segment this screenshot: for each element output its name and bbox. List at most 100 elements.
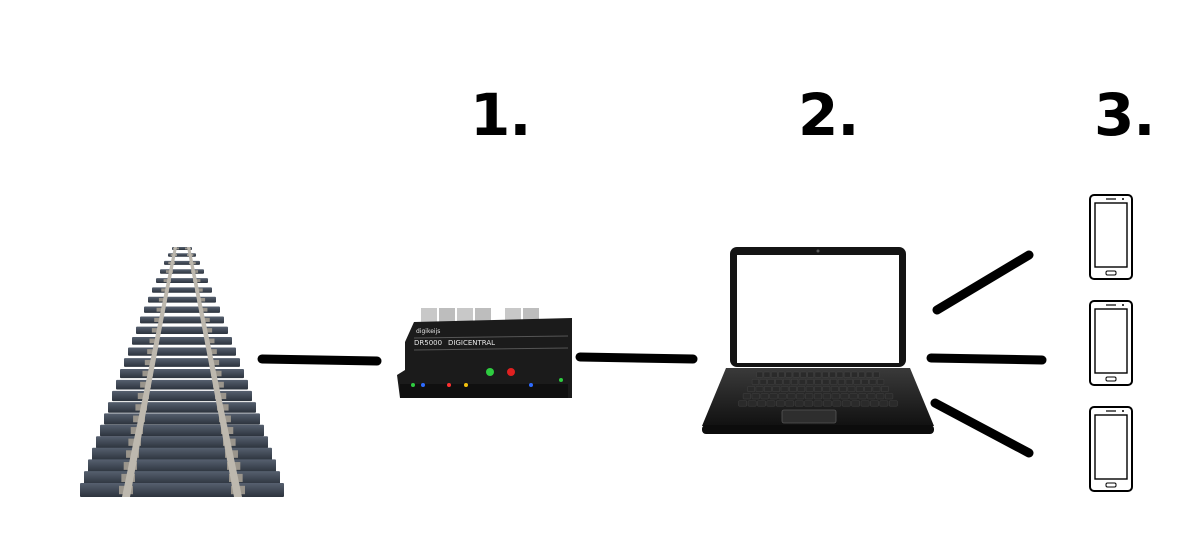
track-sleeper: [84, 471, 280, 485]
keyboard-key: [860, 400, 870, 407]
keyboard-key: [798, 379, 806, 385]
track-sleeper: [124, 358, 240, 367]
keyboard-key: [873, 371, 880, 378]
track-sleeper: [120, 368, 244, 379]
track-sleeper: [80, 483, 284, 497]
keyboard-key: [763, 371, 771, 378]
keyboard-key: [769, 393, 778, 400]
keyboard-key: [841, 400, 851, 407]
rail-clip: [144, 359, 155, 366]
keyboard-key: [787, 393, 796, 400]
keyboard-key: [785, 371, 793, 378]
keyboard-key: [742, 393, 751, 400]
keyboard-key: [853, 379, 861, 385]
keyboard-key: [797, 386, 806, 392]
keyboard-key: [830, 386, 839, 392]
keyboard-key: [885, 393, 894, 400]
railway-track-icon: [80, 247, 284, 497]
keyboard-key: [843, 371, 851, 378]
keyboard-key: [813, 400, 823, 407]
keyboard-key: [751, 379, 759, 385]
keyboard-key: [888, 400, 898, 407]
keyboard-key: [780, 386, 789, 392]
keyboard-key: [870, 400, 879, 407]
keyboard-key: [756, 371, 763, 378]
keyboard-key: [775, 379, 783, 385]
track-sleeper: [112, 390, 252, 402]
track-sleeper: [108, 402, 256, 413]
keyboard-key: [794, 400, 804, 407]
track-sleeper: [148, 296, 216, 303]
track-sleeper: [140, 316, 224, 324]
keyboard-key: [747, 386, 755, 392]
track-sleeper: [144, 306, 220, 313]
track-sleeper: [136, 326, 228, 334]
connector-track-to-station: [257, 354, 382, 366]
keyboard-key: [847, 386, 856, 392]
rail-clip: [205, 338, 215, 344]
connector-laptop-to-phone-3: [930, 398, 1034, 458]
keyboard-key: [840, 393, 849, 400]
keyboard-key: [839, 386, 847, 392]
rail-clip: [207, 349, 217, 355]
step-label-1: 1.: [470, 81, 531, 149]
smartphone-icon: [1089, 406, 1133, 492]
track-sleeper: [88, 459, 276, 473]
keyboard-key: [738, 400, 748, 407]
keyboard-key: [766, 400, 776, 407]
keyboard-key: [851, 400, 860, 407]
rail-clip: [203, 328, 213, 333]
keyboard-key: [830, 379, 838, 385]
keyboard-key: [867, 393, 876, 400]
keyboard-key: [800, 371, 807, 378]
keyboard-key: [836, 371, 844, 378]
keyboard-key: [804, 400, 813, 407]
station-model-text: DR5000: [414, 339, 442, 347]
rail-clip: [151, 328, 161, 333]
keyboard-key: [764, 386, 772, 392]
keyboard-key: [783, 379, 791, 385]
step-label-3: 3.: [1094, 81, 1155, 149]
keyboard-key: [770, 371, 778, 378]
station-brand-text: digikeijs: [416, 328, 440, 335]
track-sleeper: [104, 413, 260, 425]
keyboard-key: [879, 400, 889, 407]
keyboard-key: [814, 371, 822, 378]
keyboard-key: [851, 371, 858, 378]
rail-clip: [201, 317, 210, 322]
track-sleeper: [116, 379, 248, 390]
keyboard-key: [806, 379, 814, 385]
keyboard-key: [814, 386, 822, 392]
keyboard-key: [829, 371, 836, 378]
keyboard-key: [881, 386, 889, 392]
track-sleeper: [152, 287, 212, 293]
keyboard-key: [747, 400, 757, 407]
keyboard-key: [865, 371, 873, 378]
keyboard-key: [760, 393, 769, 400]
smartphone-icon: [1089, 300, 1133, 386]
track-sleeper: [100, 424, 264, 437]
laptop-icon: [702, 247, 934, 434]
keyboard-key: [832, 400, 842, 407]
smartphone-icon: [1089, 194, 1133, 280]
rail-clip: [147, 349, 157, 355]
rail-clip: [156, 307, 165, 312]
keyboard-key: [877, 379, 885, 385]
track-rail-right: [187, 247, 242, 497]
connector-laptop-to-phone-2: [926, 353, 1047, 365]
connector-station-to-laptop: [575, 352, 698, 364]
command-station-icon: DR5000 DIGICENTRAL digikeijs: [397, 308, 572, 398]
phones-group: [1089, 194, 1133, 492]
keyboard-key: [805, 386, 814, 392]
keyboard-key: [778, 393, 787, 400]
keyboard-key: [822, 386, 831, 392]
keyboard-key: [776, 400, 785, 407]
keyboard-key: [805, 393, 814, 400]
rail-clip: [199, 307, 208, 312]
step-label-2: 2.: [798, 81, 859, 149]
keyboard-key: [855, 386, 864, 392]
keyboard-key: [823, 400, 832, 407]
rail-clip: [197, 297, 206, 302]
track-sleeper: [128, 347, 236, 356]
